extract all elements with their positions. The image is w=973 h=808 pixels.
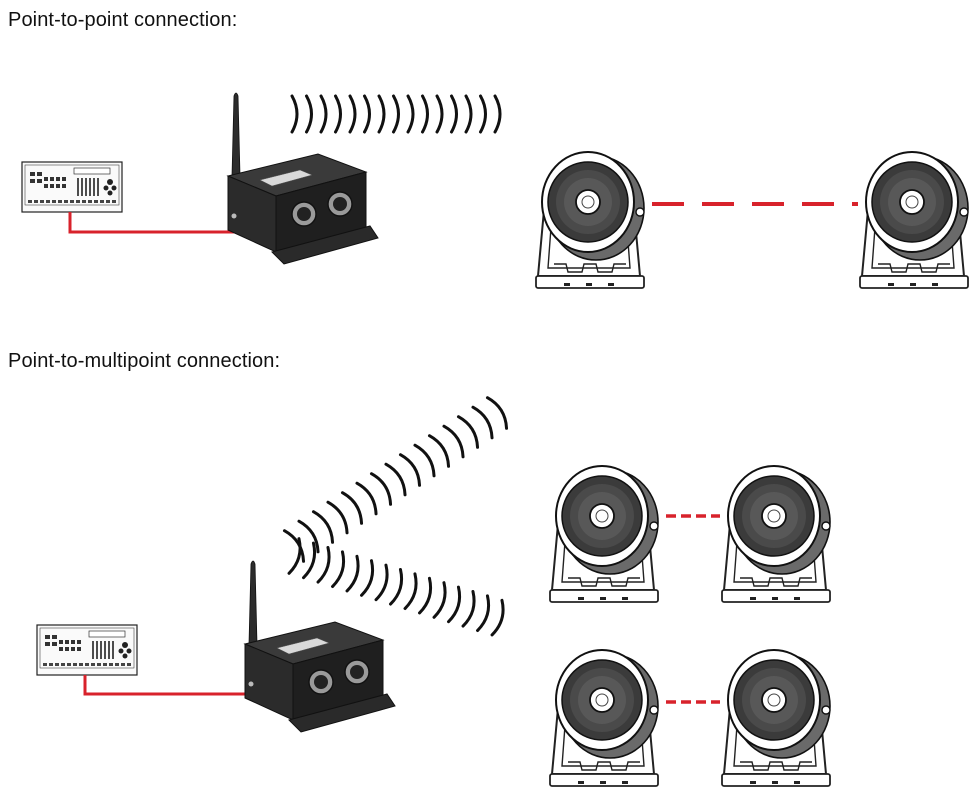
par-light-icon bbox=[535, 151, 645, 289]
signal-waves-icon bbox=[290, 94, 502, 134]
signal-wave-arc bbox=[476, 594, 494, 634]
signal-wave-arc bbox=[471, 403, 498, 440]
signal-wave-arc bbox=[464, 94, 473, 134]
dmx-cable bbox=[68, 212, 272, 234]
signal-wave-arc bbox=[418, 576, 436, 616]
signal-wave-arc bbox=[389, 567, 407, 607]
signal-wave-arc bbox=[432, 581, 451, 621]
signal-wave-arc bbox=[450, 94, 458, 134]
signal-waves-icon bbox=[287, 537, 509, 638]
signal-wave-arc bbox=[302, 541, 320, 581]
wireless-transmitter-icon bbox=[244, 560, 396, 733]
signal-wave-arc bbox=[384, 460, 411, 497]
par-light-icon bbox=[721, 649, 831, 787]
signal-wave-arc bbox=[406, 94, 415, 134]
signal-wave-arc bbox=[319, 94, 328, 134]
point-to-point-heading: Point-to-point connection: bbox=[8, 9, 238, 31]
signal-wave-arc bbox=[485, 393, 513, 430]
signal-wave-arc bbox=[311, 507, 339, 544]
dmx-controller-icon bbox=[21, 161, 123, 213]
signal-wave-arc bbox=[374, 563, 393, 603]
signal-waves-icon bbox=[282, 393, 513, 563]
point-to-multipoint-heading: Point-to-multipoint connection: bbox=[8, 350, 281, 372]
signal-wave-arc bbox=[447, 585, 465, 625]
signal-wave-arc bbox=[421, 94, 429, 134]
signal-wave-arc bbox=[316, 545, 335, 585]
par-light-icon bbox=[549, 649, 659, 787]
signal-wave-arc bbox=[348, 94, 357, 134]
par-light-icon bbox=[549, 465, 659, 603]
signal-wave-arc bbox=[398, 450, 426, 487]
signal-wave-arc bbox=[479, 94, 487, 134]
par-light-icon bbox=[721, 465, 831, 603]
signal-wave-arc bbox=[355, 479, 382, 516]
signal-wave-arc bbox=[345, 554, 364, 594]
signal-wave-arc bbox=[305, 94, 313, 134]
signal-wave-arc bbox=[340, 488, 368, 525]
signal-wave-arc bbox=[363, 94, 371, 134]
signal-wave-arc bbox=[392, 94, 400, 134]
signal-wave-arc bbox=[360, 559, 378, 599]
signal-wave-arc bbox=[413, 441, 440, 478]
signal-wave-arc bbox=[282, 526, 310, 563]
signal-wave-arc bbox=[442, 422, 469, 459]
signal-wave-arc bbox=[403, 572, 422, 612]
dmx-cable bbox=[83, 675, 290, 696]
signal-wave-arc bbox=[456, 412, 484, 449]
par-light-icon bbox=[859, 151, 969, 289]
signal-wave-arc bbox=[297, 517, 324, 554]
signal-wave-arc bbox=[331, 550, 349, 590]
signal-wave-arc bbox=[493, 94, 502, 134]
signal-wave-arc bbox=[334, 94, 342, 134]
signal-wave-arc bbox=[427, 431, 455, 468]
signal-wave-arc bbox=[290, 94, 299, 134]
dmx-controller-icon bbox=[36, 624, 138, 676]
signal-wave-arc bbox=[369, 469, 397, 506]
signal-wave-arc bbox=[461, 589, 480, 629]
signal-wave-arc bbox=[490, 598, 509, 638]
signal-wave-arc bbox=[435, 94, 444, 134]
signal-wave-arc bbox=[377, 94, 386, 134]
signal-wave-arc bbox=[326, 498, 353, 535]
